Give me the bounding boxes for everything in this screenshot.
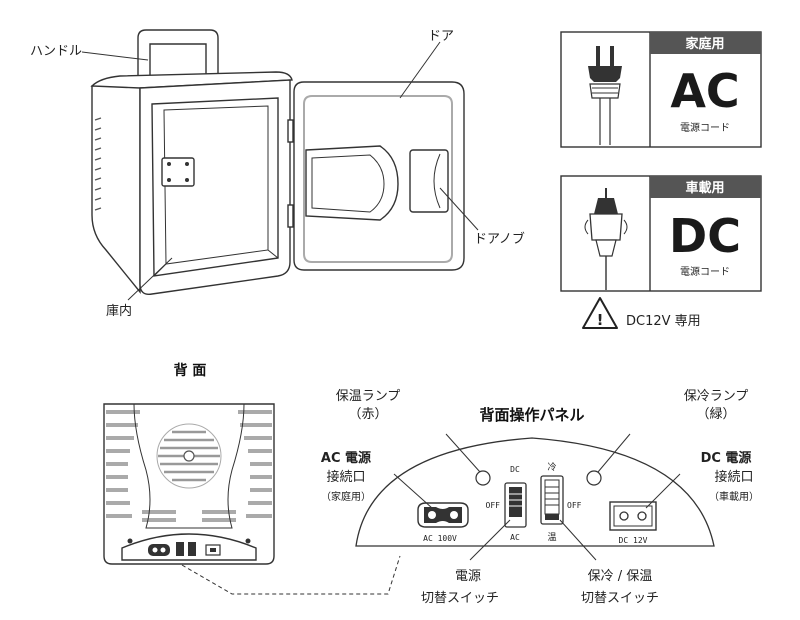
ac-connector-label-2: 接続口	[326, 469, 365, 485]
panel-leaders	[393, 433, 681, 561]
dc-caption: 電源コード	[680, 265, 730, 278]
dc-tag: 車載用	[685, 180, 724, 196]
back-vents	[106, 410, 272, 522]
ac-code: AC	[670, 64, 739, 118]
back-heading: 背 面	[174, 362, 207, 379]
panel-title: 背面操作パネル	[479, 406, 584, 424]
warning-triangle-icon	[582, 297, 618, 329]
dc-plug-icon	[584, 188, 628, 290]
mode-switch-label-2: 切替スイッチ	[581, 591, 659, 606]
power-switch-label-2: 切替スイッチ	[421, 591, 499, 606]
dc-code: DC	[669, 209, 741, 263]
back-view	[103, 403, 401, 595]
ac-rating-label: AC 100V	[423, 534, 457, 543]
warm-lamp-label: 保温ランプ	[336, 389, 401, 404]
cool-lamp-label: 保冷ランプ	[684, 389, 749, 404]
dc-connector-label-3: （車載用）	[709, 490, 759, 503]
fridge-illustration	[81, 29, 479, 301]
ac-socket	[417, 502, 469, 528]
door-label: ドア	[428, 29, 454, 44]
power-switch	[504, 482, 527, 528]
cool-lamp	[586, 470, 602, 486]
switch-off-right-label: OFF	[567, 501, 582, 510]
dc-connector-label-2: 接続口	[714, 469, 753, 485]
mode-switch	[540, 475, 564, 525]
dc-rating-label: DC 12V	[619, 536, 648, 545]
ac-cord-box	[560, 31, 762, 148]
ac-tag: 家庭用	[685, 36, 724, 52]
power-switch-label-1: 電源	[455, 569, 481, 584]
control-panel	[355, 437, 715, 547]
warm-lamp	[475, 470, 491, 486]
warning-symbol: !	[597, 311, 604, 329]
dc-socket	[609, 501, 657, 531]
warm-lamp-color: （赤）	[348, 407, 387, 422]
dc-tag-bg	[650, 176, 761, 198]
switch-warm-label: 温	[547, 532, 556, 543]
switch-cold-label: 冷	[547, 461, 556, 473]
interior-label: 庫内	[106, 303, 132, 319]
handle-label: ハンドル	[30, 44, 82, 59]
mode-switch-label-1: 保冷 / 保温	[588, 569, 653, 584]
door-knob-label: ドアノブ	[474, 231, 525, 247]
ac-caption: 電源コード	[680, 121, 730, 134]
ac-plug-icon	[588, 46, 622, 145]
warning-text: DC12V 専用	[626, 314, 701, 329]
ac-connector-label-1: AC 電源	[321, 450, 371, 466]
dc-connector-label-1: DC 電源	[701, 450, 752, 466]
switch-ac-label: AC	[510, 533, 520, 542]
ac-tag-bg	[650, 32, 761, 54]
switch-dc-label: DC	[510, 465, 520, 474]
switch-off-left-label: OFF	[486, 501, 501, 510]
ac-connector-label-3: （家庭用）	[321, 490, 371, 503]
cool-lamp-color: （緑）	[696, 407, 735, 422]
dc-cord-box	[560, 175, 762, 292]
